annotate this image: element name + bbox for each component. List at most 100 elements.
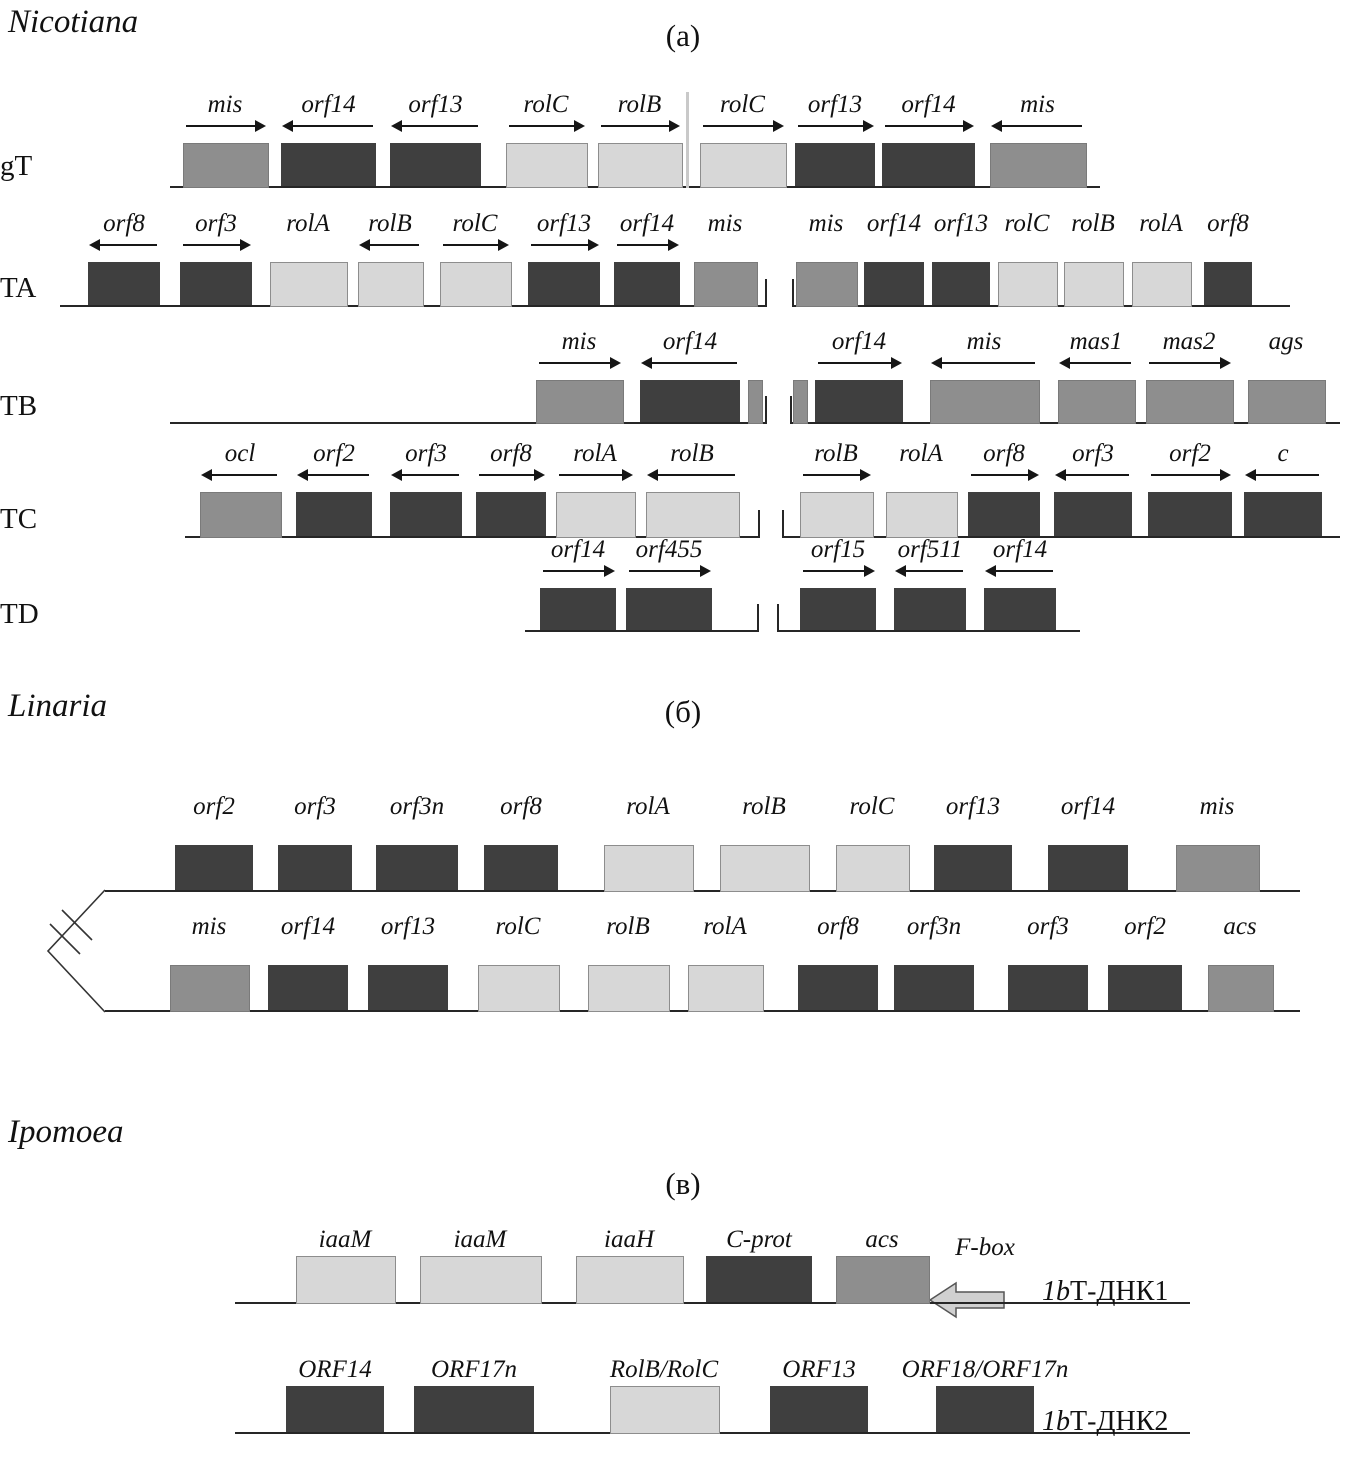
gene-box <box>484 845 558 890</box>
gene-label: orf3 <box>1072 440 1114 467</box>
arrowhead-icon <box>610 357 621 369</box>
center-divider <box>686 92 689 188</box>
gene-direction-arrow-right <box>629 565 711 577</box>
gene-label: rolB <box>742 793 786 820</box>
genome-baseline <box>777 630 1080 632</box>
panel-title-a: Nicotiana <box>8 4 139 40</box>
gene-box <box>588 965 670 1012</box>
gene-label: ORF17n <box>430 1356 518 1383</box>
gene-box <box>175 845 253 890</box>
gene-direction-arrow-right <box>531 239 599 251</box>
gene-label: orf2 <box>313 440 355 467</box>
arrowhead-icon <box>498 239 509 251</box>
gene-label: orf14 <box>662 328 718 355</box>
gene-box <box>506 143 588 188</box>
break-tick <box>782 510 784 538</box>
gene-label: mis <box>561 328 597 355</box>
left-break-chevron <box>46 889 106 1013</box>
gene-label: rolC <box>720 91 765 118</box>
gene-label: rolB <box>368 210 412 237</box>
gene-box <box>170 965 250 1012</box>
gene-label: orf13 <box>408 91 463 118</box>
gene-label: iaaH <box>604 1226 654 1253</box>
gene-label: mis <box>191 913 227 940</box>
gene-box <box>1208 965 1274 1012</box>
panel-letter-v: (в) <box>665 1166 701 1201</box>
gene-direction-arrow-right <box>818 357 902 369</box>
gene-box <box>296 1256 396 1304</box>
gene-direction-arrow-right <box>443 239 509 251</box>
gene-label: rolA <box>626 793 670 820</box>
arrowhead-icon <box>604 565 615 577</box>
arrowhead-icon <box>668 239 679 251</box>
gene-label: rolC <box>523 91 569 118</box>
gene-box <box>640 380 740 422</box>
gene-box <box>882 143 975 186</box>
gene-label: rolA <box>573 440 617 467</box>
gene-label: mis <box>808 210 844 237</box>
row-label-td: TD <box>0 598 39 630</box>
gene-direction-arrow-left <box>282 120 373 132</box>
gene-label: orf13 <box>807 91 863 118</box>
gene-label: orf3n <box>906 913 962 940</box>
arrowhead-icon <box>773 120 784 132</box>
arrowhead-icon <box>963 120 974 132</box>
gene-direction-arrow-left <box>931 357 1035 369</box>
gene-label: rolC <box>849 793 895 820</box>
arrowhead-icon <box>1220 469 1231 481</box>
gene-label: orf8 <box>490 440 532 467</box>
arrowhead-icon <box>391 120 402 132</box>
gene-label: orf3 <box>195 210 237 237</box>
gene-label: orf14 <box>550 536 606 563</box>
gene-direction-arrow-left <box>895 565 963 577</box>
gene-direction-arrow-right <box>601 120 680 132</box>
gene-label: mis <box>1020 91 1055 118</box>
gene-box <box>864 262 924 305</box>
gene-box <box>614 262 680 305</box>
gene-direction-arrow-left <box>647 469 735 481</box>
gene-direction-arrow-left <box>297 469 369 481</box>
gene-direction-arrow-right <box>479 469 545 481</box>
row-label-tb: TB <box>0 390 38 422</box>
gene-label: acs <box>1223 913 1257 940</box>
gene-box <box>440 262 512 307</box>
break-tick <box>790 396 792 424</box>
gene-box <box>700 143 787 188</box>
gene-direction-arrow-right <box>617 239 679 251</box>
gene-label: orf14 <box>866 210 922 237</box>
arrowhead-icon <box>240 239 251 251</box>
gene-box <box>414 1386 534 1432</box>
gene-box <box>968 492 1040 536</box>
gene-label: orf15 <box>810 536 866 563</box>
gene-direction-arrow-right <box>971 469 1039 481</box>
gene-label: orf2 <box>1169 440 1211 467</box>
arrowhead-icon <box>282 120 293 132</box>
genome-baseline <box>185 536 758 538</box>
gene-box <box>748 380 763 424</box>
gene-box <box>358 262 424 307</box>
side-label-italic-prefix: 1b <box>1042 1406 1070 1437</box>
panel-letter-a: (а) <box>665 18 701 53</box>
gene-label: mis <box>1199 793 1235 820</box>
arrowhead-icon <box>931 357 942 369</box>
gene-box <box>1064 262 1124 307</box>
genome-baseline <box>235 1302 1190 1304</box>
arrowhead-icon <box>700 565 711 577</box>
side-label-italic-prefix: 1b <box>1042 1276 1070 1307</box>
gene-box <box>894 588 966 630</box>
gene-label: ags <box>1268 328 1304 355</box>
gene-label: iaaM <box>318 1226 372 1253</box>
gene-direction-arrow-left <box>1055 469 1129 481</box>
gene-label: rolB <box>670 440 714 467</box>
gene-box <box>556 492 636 538</box>
arrowhead-icon <box>863 120 874 132</box>
gene-direction-arrow-left <box>641 357 737 369</box>
gene-box <box>268 965 348 1010</box>
gene-label: orf14 <box>301 91 356 118</box>
gene-label: rolB <box>617 91 662 118</box>
gene-box <box>576 1256 684 1304</box>
arrowhead-icon <box>622 469 633 481</box>
gene-box <box>934 845 1012 890</box>
gene-label: orf3 <box>1027 913 1069 940</box>
gene-label: ORF13 <box>782 1356 856 1383</box>
